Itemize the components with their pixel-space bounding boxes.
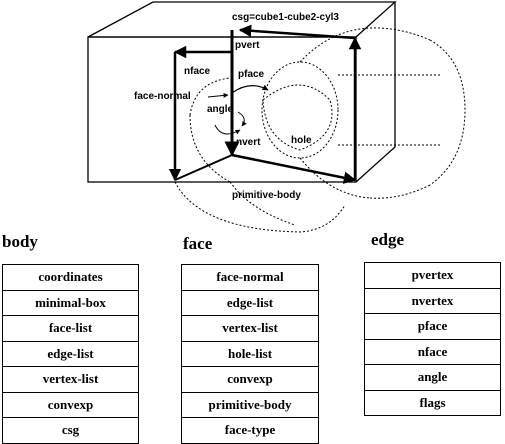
table-row: flags xyxy=(364,389,501,416)
pvert-label: pvert xyxy=(235,40,260,51)
table-row: face-type xyxy=(181,417,319,444)
table-row: face-normal xyxy=(181,264,319,291)
hole-label: hole xyxy=(291,135,312,146)
table-row: csg xyxy=(2,417,139,444)
table-cell: pface xyxy=(364,313,501,340)
table-cell: convexp xyxy=(2,391,139,418)
table-cell: primitive-body xyxy=(181,391,319,418)
face-normal-label: face-normal xyxy=(134,91,191,102)
table-row: edge-list xyxy=(2,340,139,367)
table-cell: hole-list xyxy=(181,340,319,367)
table-cell: angle xyxy=(364,364,501,391)
table-row: convexp xyxy=(2,391,139,418)
table-row: vertex-list xyxy=(2,366,139,393)
table-row: primitive-body xyxy=(181,391,319,418)
table-row: pvertex xyxy=(364,262,501,289)
table-row: minimal-box xyxy=(2,289,139,316)
table-row: face-list xyxy=(2,315,139,342)
table-cell: vertex-list xyxy=(2,366,139,393)
table-row: pface xyxy=(364,313,501,340)
table-row: vertex-list xyxy=(181,315,319,342)
table-cell: edge-list xyxy=(2,340,139,367)
csg-title-label: csg=cube1-cube2-cyl3 xyxy=(232,12,339,23)
body-title: body xyxy=(2,232,38,251)
table-cell: pvertex xyxy=(364,262,501,289)
angle-label: angle xyxy=(207,104,234,115)
table-row: convexp xyxy=(181,366,319,393)
table-cell: csg xyxy=(2,417,139,444)
table-cell: face-normal xyxy=(181,264,319,291)
primitive-body-label: primitive-body xyxy=(232,190,301,201)
face-table: face-normal edge-list vertex-list hole-l… xyxy=(181,264,319,444)
table-row: edge-list xyxy=(181,289,319,316)
table-cell: coordinates xyxy=(2,264,139,291)
table-row: nvertex xyxy=(364,287,501,314)
face-title: face xyxy=(183,234,213,253)
table-cell: vertex-list xyxy=(181,315,319,342)
table-cell: edge-list xyxy=(181,289,319,316)
annotation-arrows xyxy=(207,84,269,135)
nvert-label: nvert xyxy=(236,137,261,148)
csg-diagram: csg=cube1-cube2-cyl3 pvert nface pface f… xyxy=(87,1,466,233)
table-cell: face-type xyxy=(181,417,319,444)
face-edges xyxy=(168,24,362,184)
table-cell: face-list xyxy=(2,315,139,342)
pface-label: pface xyxy=(238,69,265,80)
table-cell: flags xyxy=(364,389,501,416)
table-cell: nvertex xyxy=(364,287,501,314)
table-row: angle xyxy=(364,364,501,391)
table-row: hole-list xyxy=(181,340,319,367)
body-table: coordinates minimal-box face-list edge-l… xyxy=(2,264,139,444)
table-cell: convexp xyxy=(181,366,319,393)
table-row: coordinates xyxy=(2,264,139,291)
nface-label: nface xyxy=(184,66,211,77)
table-row: nface xyxy=(364,338,501,365)
table-cell: nface xyxy=(364,338,501,365)
table-cell: minimal-box xyxy=(2,289,139,316)
edge-title: edge xyxy=(371,230,405,249)
edge-table: pvertex nvertex pface nface angle flags xyxy=(364,262,501,416)
